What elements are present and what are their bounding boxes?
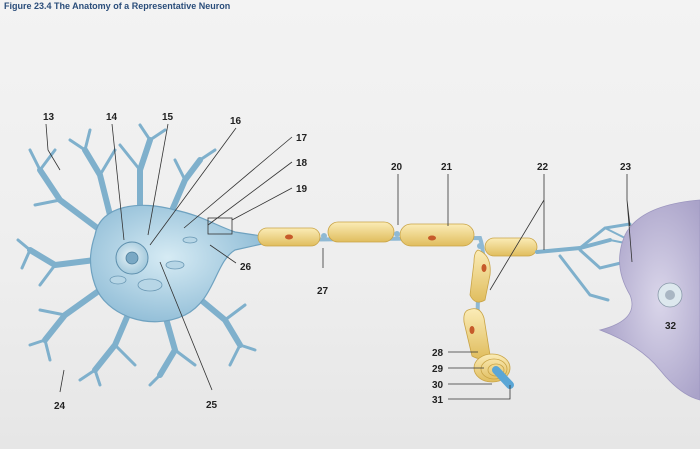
axon xyxy=(261,235,502,380)
myelin-sheaths xyxy=(257,221,538,360)
organelle xyxy=(182,236,198,244)
myelin-cross-section xyxy=(473,353,514,389)
node-of-ranvier xyxy=(477,243,483,249)
target-cell xyxy=(598,199,700,401)
organelle xyxy=(165,260,185,270)
label-15: 15 xyxy=(162,112,174,123)
label-23: 23 xyxy=(620,162,632,173)
label-28: 28 xyxy=(432,348,444,359)
label-20: 20 xyxy=(391,162,403,173)
label-24: 24 xyxy=(54,401,66,412)
label-22: 22 xyxy=(537,162,549,173)
label-29: 29 xyxy=(432,364,444,375)
label-21: 21 xyxy=(441,162,453,173)
label-14: 14 xyxy=(106,112,118,123)
label-27: 27 xyxy=(317,286,329,297)
organelle xyxy=(109,275,127,285)
label-19: 19 xyxy=(296,184,308,195)
label-30: 30 xyxy=(432,380,444,391)
label-16: 16 xyxy=(230,116,242,127)
label-32: 32 xyxy=(665,321,677,332)
dendrites xyxy=(16,123,257,387)
figure-title: Figure 23.4 The Anatomy of a Representat… xyxy=(4,1,231,11)
telodendria xyxy=(535,222,632,302)
node-of-ranvier xyxy=(394,231,400,237)
label-13: 13 xyxy=(43,112,55,123)
organelle xyxy=(137,278,163,292)
axon-hillock-marker xyxy=(207,217,233,235)
nucleolus xyxy=(125,251,139,265)
node-of-ranvier xyxy=(321,233,327,239)
label-26: 26 xyxy=(240,262,252,273)
label-25: 25 xyxy=(206,400,218,411)
label-18: 18 xyxy=(296,158,308,169)
leader-lines xyxy=(45,123,633,400)
target-nucleolus xyxy=(665,290,675,300)
label-31: 31 xyxy=(432,395,444,406)
label-17: 17 xyxy=(296,133,308,144)
